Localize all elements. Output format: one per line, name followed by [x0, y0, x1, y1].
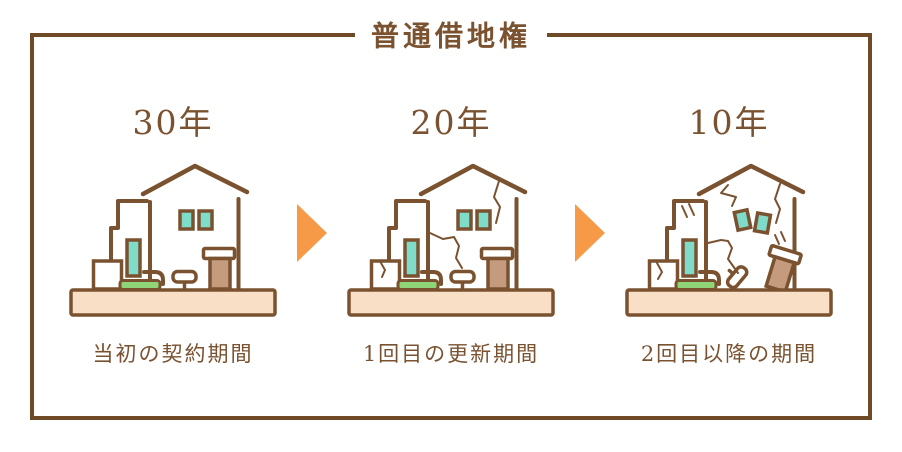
fallen-mailbox: [725, 265, 749, 290]
outer-frame: 普通借地権 30年: [30, 14, 872, 420]
stage-caption: 当初の契約期間: [92, 342, 254, 366]
diagram-title: 普通借地権: [354, 14, 548, 55]
house-illustration-worn: [347, 163, 555, 317]
house-illustration-damaged: [625, 163, 833, 317]
stage-years-label: 30年: [132, 103, 214, 142]
stage-years-label: 10年: [688, 103, 770, 142]
stage-caption: 2回目以降の期間: [640, 342, 818, 366]
stage-subsequent: 10年: [614, 37, 844, 369]
tilting-pillar: [763, 244, 803, 295]
stages-row: 30年 当初の契約: [34, 37, 868, 369]
arrow-right-icon: [575, 204, 605, 262]
stage-first-renewal: 20年: [336, 37, 566, 369]
stage-caption: 1回目の更新期間: [362, 342, 540, 366]
arrow-right-icon: [297, 204, 327, 262]
stage-initial: 30年 当初の契約: [58, 37, 288, 369]
house-illustration-new: [69, 163, 277, 317]
stage-years-label: 20年: [410, 103, 492, 142]
